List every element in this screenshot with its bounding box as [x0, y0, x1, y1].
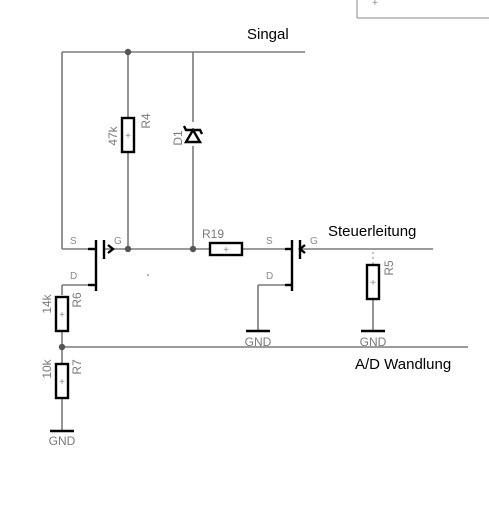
- q1-gate-pin: G: [114, 236, 122, 247]
- q1-drain-pin: D: [70, 271, 77, 282]
- junctions: [58, 48, 197, 351]
- resistor-r19: + R19: [202, 227, 244, 257]
- ground-label: GND: [49, 434, 76, 448]
- r4-name: R4: [139, 113, 153, 129]
- q1-source-pin: S: [70, 236, 77, 247]
- resistor-r6: + 14k R6: [40, 292, 84, 333]
- ground-label: GND: [360, 335, 387, 349]
- r5-name: R5: [382, 260, 396, 276]
- r4-plus: +: [125, 131, 131, 142]
- q2-source-pin: S: [266, 236, 273, 247]
- q2-gate-pin: G: [310, 236, 318, 247]
- adc-net-label: A/D Wandlung: [355, 356, 451, 373]
- r4-value: 47k: [106, 125, 120, 145]
- d1-name: D1: [171, 130, 185, 146]
- frame-corner: +: [356, 0, 489, 19]
- ground-symbol-q2: GND: [245, 329, 272, 349]
- ground-symbol-r5: GND: [360, 329, 387, 349]
- resistor-r4: + 47k R4: [106, 113, 153, 154]
- mosfet-q2: S G D: [266, 236, 318, 291]
- q2-drain-pin: D: [266, 271, 273, 282]
- control-net-label: Steuerleitung: [328, 223, 416, 240]
- r6-name: R6: [70, 292, 84, 308]
- r6-plus: +: [59, 310, 65, 321]
- ground-label: GND: [245, 335, 272, 349]
- r6-value: 14k: [40, 293, 54, 313]
- ground-symbol-r7: GND: [49, 429, 76, 448]
- signal-net-label: Singal: [247, 26, 289, 43]
- frame-plus: +: [372, 0, 378, 9]
- wires: [61, 51, 468, 430]
- diode-d1: D1: [171, 125, 204, 146]
- r7-plus: +: [59, 377, 65, 388]
- r7-value: 10k: [40, 358, 54, 378]
- r19-name: R19: [202, 227, 224, 241]
- r5-plus: +: [370, 278, 376, 289]
- resistor-r5: + R5: [365, 260, 396, 301]
- r19-plus: +: [223, 245, 229, 256]
- r7-name: R7: [70, 359, 84, 375]
- mosfet-q1: S G D: [70, 236, 122, 291]
- resistor-r7: + 10k R7: [40, 358, 84, 400]
